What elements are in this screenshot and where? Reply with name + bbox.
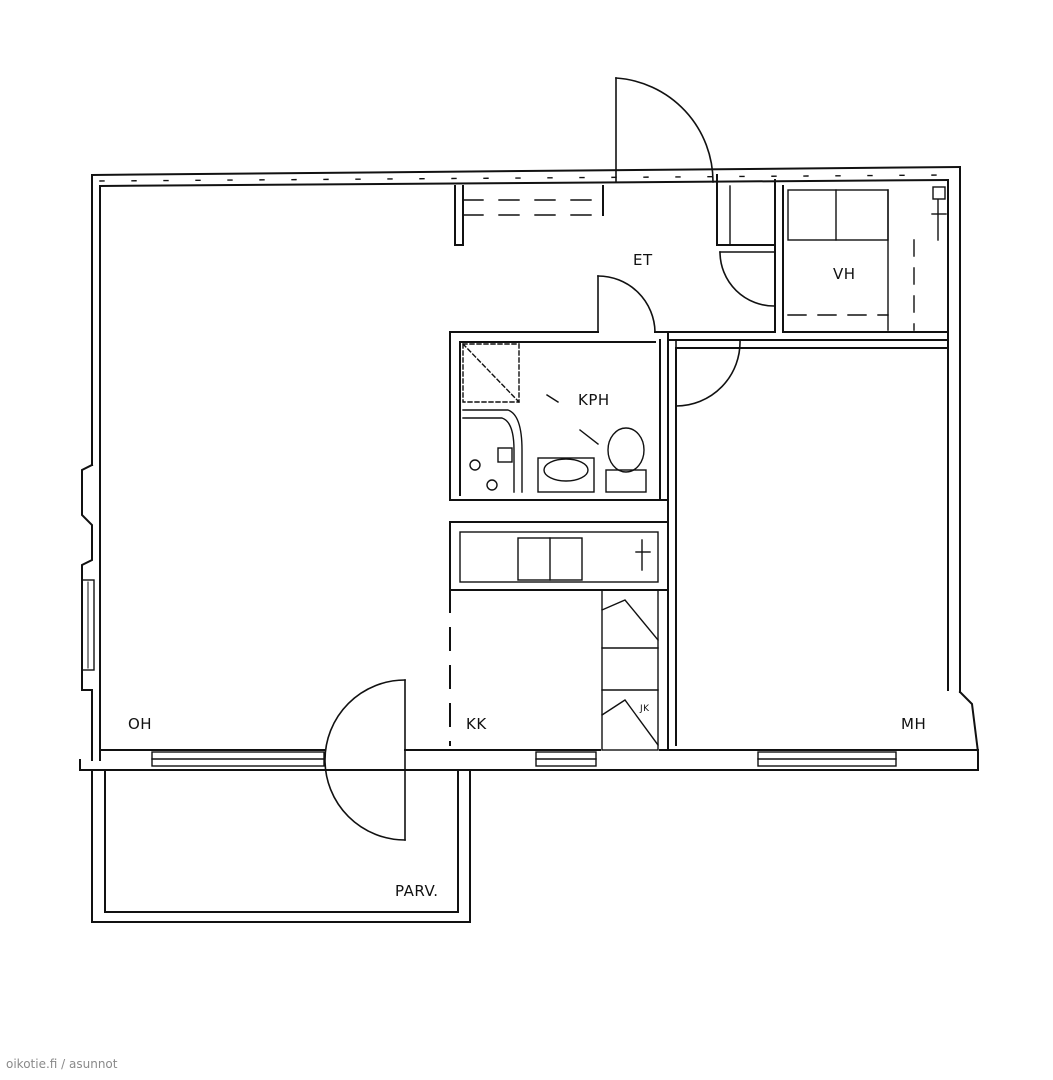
doors	[324, 77, 776, 841]
room-label-storage: VH	[833, 265, 856, 283]
room-label-kitchen: KK	[466, 715, 487, 733]
fixture-label-fridge: JK	[640, 704, 650, 714]
exterior-walls	[79, 165, 979, 771]
room-label-entrance: ET	[633, 251, 653, 269]
room-label-bedroom: MH	[901, 715, 927, 733]
room-label-balcony: PARV.	[395, 882, 439, 900]
bathroom-fixtures	[462, 199, 947, 571]
room-label-bathroom: KPH	[578, 391, 610, 409]
balcony-outline	[91, 769, 471, 923]
interior-walls	[449, 174, 949, 751]
watermark-credit: oikotie.fi / asunnot	[6, 1057, 118, 1071]
windows	[151, 751, 897, 767]
room-label-living-room: OH	[128, 715, 153, 733]
